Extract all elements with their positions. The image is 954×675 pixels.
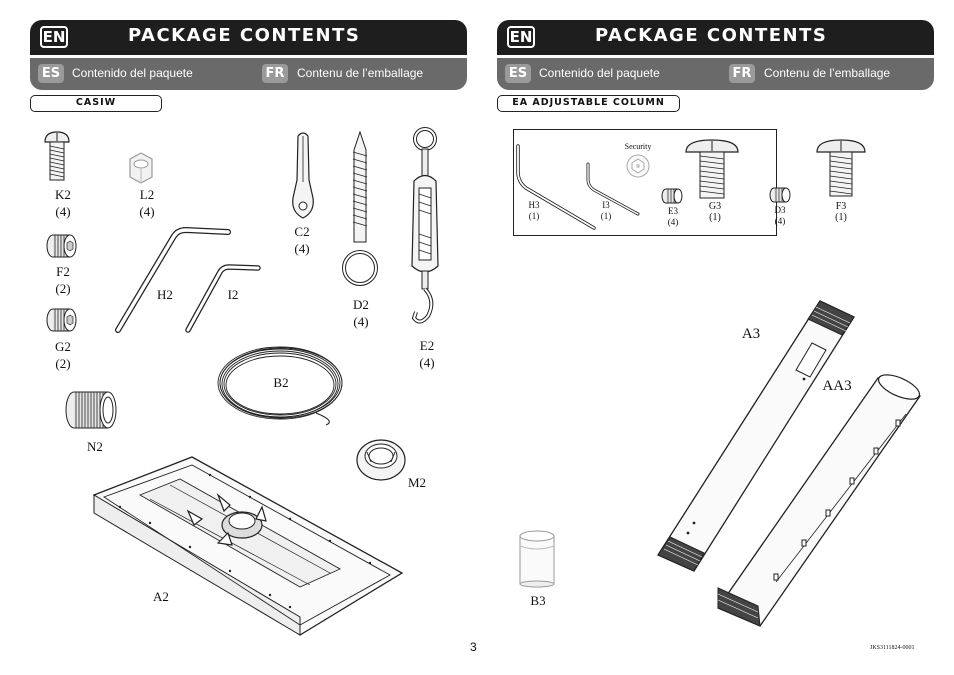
sleeve-b3-icon (519, 530, 555, 588)
hex-key-i2-icon (185, 264, 261, 333)
hardware-box (513, 129, 777, 236)
label-security: Security (624, 142, 652, 151)
page-title: PACKAGE CONTENTS (128, 25, 361, 46)
set-screw-d3-icon (769, 187, 791, 203)
label-e3: E3(4) (667, 206, 679, 227)
label-g3: G3(1) (708, 201, 722, 223)
label-b2: B2 (273, 375, 289, 390)
subtitle-fr: Contenu de l’emballage (297, 66, 424, 80)
header-sub-bar: ES Contenido del paquete FR Contenu de l… (30, 55, 467, 90)
set-screw-e3-icon (661, 188, 683, 204)
escutcheon-m2-icon (356, 439, 406, 481)
label-e2: E2(4) (419, 338, 435, 370)
eye-lag-screw-d2-icon (342, 130, 378, 286)
subtitle-es: Contenido del paquete (72, 66, 193, 80)
column-a3-icon (657, 300, 855, 572)
set-screw-g2-icon (46, 308, 77, 332)
lang-badge-fr: FR (729, 64, 755, 83)
hex-key-h2-icon (115, 226, 231, 333)
lang-badge-en: EN (507, 26, 535, 48)
lang-badge-es: ES (38, 64, 64, 83)
label-i3: I3(1) (600, 200, 612, 221)
label-i2: I2 (227, 287, 239, 302)
set-screw-f2-icon (46, 234, 77, 258)
bolt-g3-icon (685, 139, 739, 199)
label-m2: M2 (407, 475, 427, 490)
hex-key-h3-icon (516, 144, 596, 230)
kit-tag-right: EA ADJUSTABLE COLUMN (497, 95, 680, 112)
cable-coil-b2-icon (217, 346, 343, 426)
lang-badge-en: EN (40, 26, 68, 48)
kit-tag-left: CASIW (30, 95, 162, 112)
label-aa3: AA3 (822, 378, 852, 394)
label-a3: A3 (741, 326, 761, 342)
screw-k2-icon (44, 131, 70, 181)
label-k2: K2(4) (55, 187, 71, 219)
column-aa3-icon (717, 374, 921, 627)
label-b3: B3 (530, 593, 546, 608)
security-socket-icon (626, 154, 650, 178)
label-h3: H3(1) (528, 200, 540, 221)
subtitle-es: Contenido del paquete (539, 66, 660, 80)
label-f2: F2(2) (55, 264, 71, 296)
coupler-n2-icon (65, 391, 117, 429)
label-a2: A2 (153, 589, 169, 604)
page-number: 3 (470, 640, 477, 654)
ceiling-plate-a2-icon (92, 456, 404, 636)
header-right: EN PACKAGE CONTENTS ES Contenido del paq… (497, 20, 934, 90)
anchor-c2-icon (292, 132, 314, 219)
header-title-bar: EN PACKAGE CONTENTS (30, 20, 467, 55)
label-g2: G2(2) (55, 339, 71, 371)
page-title: PACKAGE CONTENTS (595, 25, 828, 46)
lang-badge-es: ES (505, 64, 531, 83)
lang-badge-fr: FR (262, 64, 288, 83)
label-h2: H2 (157, 287, 173, 302)
header-title-bar: EN PACKAGE CONTENTS (497, 20, 934, 55)
header-left: EN PACKAGE CONTENTS ES Contenido del paq… (30, 20, 467, 90)
document-code: JKS3111824-0001 (870, 645, 915, 651)
hex-key-i3-icon (586, 162, 640, 216)
bolt-f3-icon (816, 139, 866, 197)
subtitle-fr: Contenu de l’emballage (764, 66, 891, 80)
label-d2: D2(4) (353, 297, 369, 329)
label-l2: L2(4) (139, 187, 155, 219)
label-n2: N2 (87, 439, 103, 454)
header-sub-bar: ES Contenido del paquete FR Contenu de l… (497, 55, 934, 90)
label-f3: F3(1) (835, 201, 847, 223)
label-d3: D3(4) (774, 205, 786, 226)
label-c2: C2(4) (294, 224, 310, 256)
nut-l2-icon (129, 152, 153, 184)
turnbuckle-e2-icon (411, 127, 439, 324)
